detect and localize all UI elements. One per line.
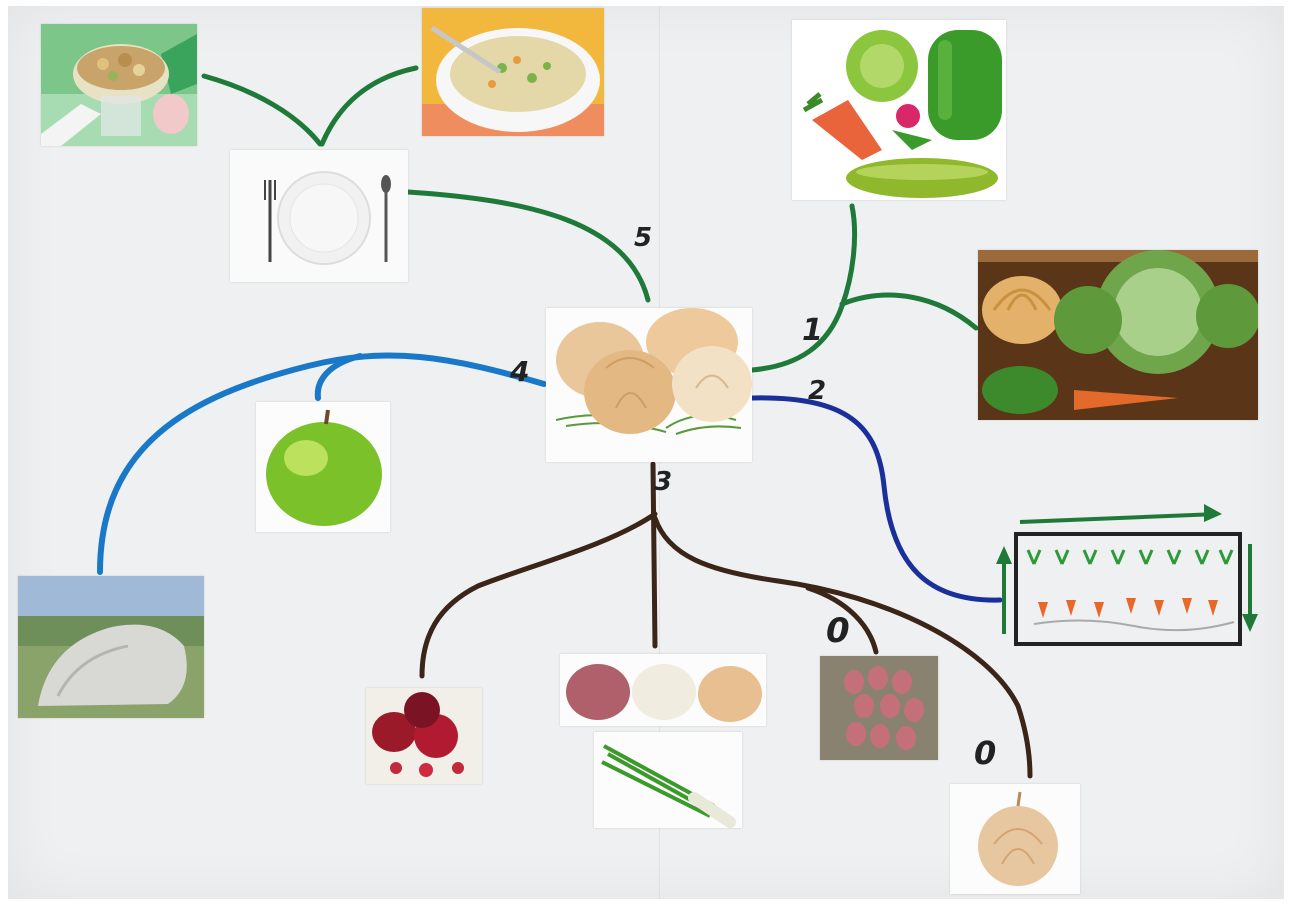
red-onions-picture xyxy=(366,688,482,784)
branch-5-line xyxy=(408,192,648,300)
branch-3-left xyxy=(422,514,655,676)
mind-map-board: 5 1 2 3 4 0 0 xyxy=(8,6,1284,899)
garden-bed-drawing xyxy=(994,494,1260,654)
garden-picture xyxy=(978,250,1258,420)
single-onion-picture xyxy=(950,784,1080,894)
onion-varieties-picture xyxy=(560,654,766,726)
label-5: 5 xyxy=(634,223,652,253)
shallots-picture xyxy=(820,656,938,760)
label-4: 4 xyxy=(509,355,529,388)
label-3: 3 xyxy=(654,467,672,497)
rock-picture xyxy=(18,576,204,718)
center-onions-picture xyxy=(546,308,752,462)
branch-1-garden xyxy=(842,295,976,328)
branch-2-line xyxy=(752,398,1000,600)
label-zero-a: 0 xyxy=(826,611,850,651)
soup-link xyxy=(322,68,416,144)
salad-picture xyxy=(41,24,197,146)
soup-picture xyxy=(422,8,604,136)
label-1: 1 xyxy=(802,313,823,348)
vegetables-picture xyxy=(792,20,1006,200)
green-apple-picture xyxy=(256,402,390,532)
label-zero-b: 0 xyxy=(974,734,996,772)
green-onion-picture xyxy=(594,732,742,828)
salad-link xyxy=(204,76,320,144)
label-2: 2 xyxy=(808,376,826,406)
plate-picture xyxy=(230,150,408,282)
